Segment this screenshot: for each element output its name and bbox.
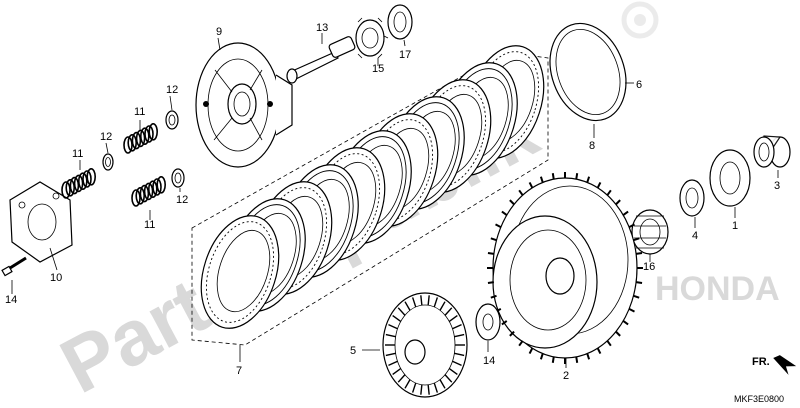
callout-5: 5 — [350, 345, 356, 357]
callout-10: 10 — [50, 272, 62, 284]
callout-1: 1 — [732, 220, 738, 232]
callout-2: 2 — [563, 370, 569, 382]
callout-12-bottom: 12 — [176, 194, 188, 206]
callout-7: 7 — [236, 365, 242, 377]
callout-16: 14 — [483, 355, 495, 367]
callout-4: 4 — [692, 230, 698, 242]
part-11-spring-c — [131, 176, 166, 207]
brand-mark: HONDA — [655, 270, 780, 308]
part-5-clutch-center — [382, 292, 468, 398]
callout-11-bottom: 11 — [144, 219, 155, 231]
part-2-clutch-outer — [487, 172, 643, 364]
part-14-bolt — [1, 256, 27, 277]
clutch-plate — [200, 215, 280, 329]
watermark-gear-icon — [621, 1, 659, 39]
callout-12-left: 12 — [100, 131, 112, 143]
part-13-lifter-rod — [286, 36, 356, 84]
part-11-spring-a — [123, 123, 158, 154]
part-12-washer-c — [171, 168, 185, 188]
part-16-thrust-washer — [475, 303, 501, 341]
callout-14: 14 — [5, 294, 17, 306]
part-1-guide — [709, 149, 751, 207]
callout-13: 13 — [316, 22, 328, 34]
part-4-bushing — [679, 179, 705, 217]
clutch-plate-stack — [200, 45, 545, 329]
part-18-needle-bearing — [631, 209, 669, 255]
callout-15: 15 — [372, 63, 384, 75]
part-15-gear — [355, 17, 389, 59]
callout-18: 16 — [643, 261, 655, 273]
callout-9: 9 — [216, 26, 222, 38]
part-17-washer — [387, 4, 413, 40]
part-10-cover — [9, 181, 73, 263]
callout-17: 17 — [399, 49, 411, 61]
callout-11-top: 11 — [134, 106, 145, 118]
callout-6: 6 — [636, 79, 642, 91]
direction-label: FR. — [752, 356, 770, 368]
part-3-collar — [753, 135, 791, 168]
callout-12-top: 12 — [166, 84, 178, 96]
part-11-spring-b — [61, 168, 96, 199]
part-12-washer-a — [102, 153, 114, 171]
part-12-washer-b — [165, 110, 179, 130]
callout-3: 3 — [774, 180, 780, 192]
part-9-pressure-plate — [195, 42, 293, 168]
front-direction-arrow-icon: FR. — [752, 355, 797, 375]
callout-11-left: 11 — [72, 148, 83, 160]
callout-8: 8 — [589, 140, 595, 152]
diagram-code: MKF3E0800 — [734, 394, 784, 404]
part-6-ring — [549, 22, 627, 122]
